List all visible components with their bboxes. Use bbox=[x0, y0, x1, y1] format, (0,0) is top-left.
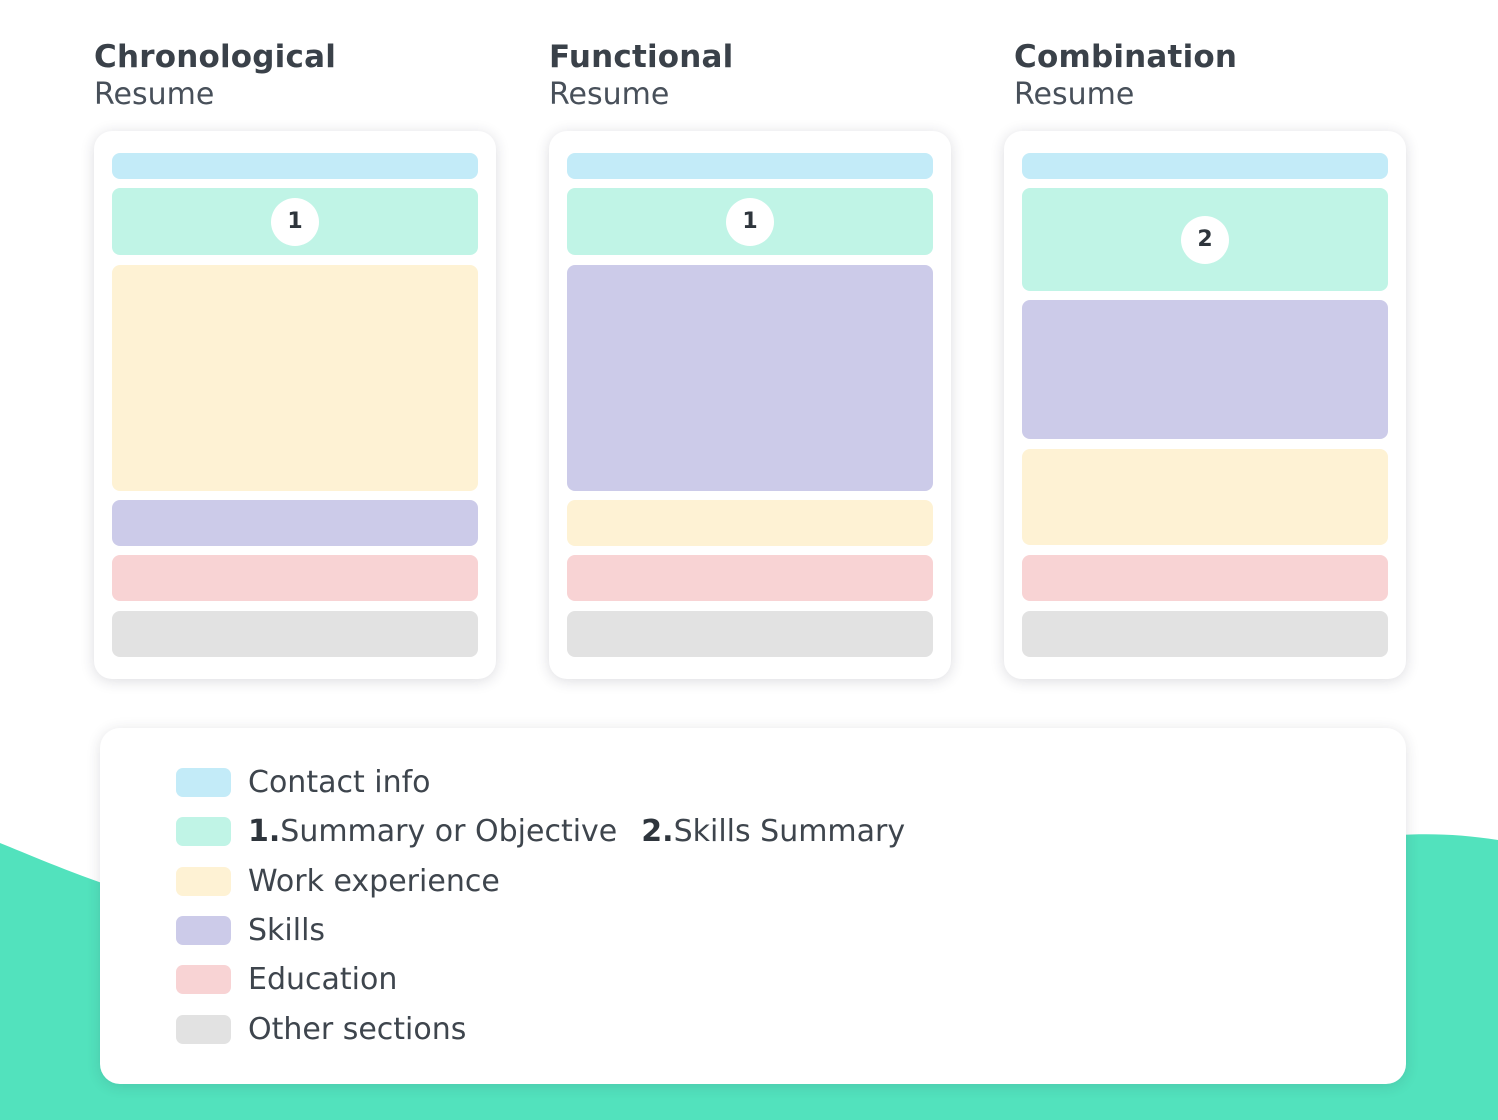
skills-block bbox=[112, 500, 478, 546]
legend-label: Education bbox=[248, 961, 398, 997]
section-number-badge: 1 bbox=[726, 197, 774, 246]
skills-summary-block: 2 bbox=[1022, 188, 1388, 291]
other-sections-block bbox=[112, 611, 478, 657]
legend-item-other: Other sections bbox=[176, 1009, 466, 1049]
legend-label: Other sections bbox=[248, 1011, 467, 1047]
education-block bbox=[567, 555, 933, 601]
functional-title-bold: Functional bbox=[549, 39, 734, 75]
functional-card: 1 bbox=[549, 131, 951, 679]
chronological-title: Chronological Resume bbox=[94, 38, 336, 114]
skills-block bbox=[567, 265, 933, 491]
education-swatch bbox=[176, 964, 231, 994]
skills-summary-label: Skills Summary bbox=[673, 813, 906, 849]
summary-block: 1 bbox=[567, 188, 933, 255]
other-swatch bbox=[176, 1014, 231, 1044]
education-block bbox=[1022, 555, 1388, 601]
skills-block bbox=[1022, 300, 1388, 439]
chronological-title-sub: Resume bbox=[94, 77, 215, 112]
legend-item-skills: Skills bbox=[176, 910, 325, 950]
summary-block: 1 bbox=[112, 188, 478, 255]
legend-label: Skills bbox=[248, 912, 326, 948]
combination-title-bold: Combination bbox=[1014, 39, 1238, 75]
legend-label: Contact info bbox=[248, 764, 431, 800]
work-experience-block bbox=[112, 265, 478, 491]
work-experience-block bbox=[1022, 449, 1388, 545]
education-block bbox=[112, 555, 478, 601]
combination-title-sub: Resume bbox=[1014, 77, 1135, 112]
summary-number: 1. bbox=[248, 813, 281, 849]
skills-swatch bbox=[176, 915, 231, 945]
other-sections-block bbox=[567, 611, 933, 657]
legend-item-education: Education bbox=[176, 959, 397, 999]
legend-label: Work experience bbox=[248, 863, 500, 899]
functional-title-sub: Resume bbox=[549, 77, 670, 112]
combination-card: 2 bbox=[1004, 131, 1406, 679]
work-experience-block bbox=[567, 500, 933, 546]
section-number-badge: 1 bbox=[271, 197, 319, 246]
contact-swatch bbox=[176, 767, 231, 797]
legend-item-contact: Contact info bbox=[176, 762, 431, 802]
section-number-badge: 2 bbox=[1181, 215, 1229, 264]
chronological-card: 1 bbox=[94, 131, 496, 679]
functional-title: Functional Resume bbox=[549, 38, 734, 114]
legend-label-summary: 1.Summary or Objective 2.Skills Summary bbox=[248, 814, 905, 849]
legend-item-summary: 1.Summary or Objective 2.Skills Summary bbox=[176, 811, 905, 851]
contact-info-block bbox=[112, 153, 478, 179]
skills-summary-number: 2. bbox=[641, 813, 674, 849]
combination-title: Combination Resume bbox=[1014, 38, 1237, 114]
summary-label: Summary or Objective bbox=[280, 813, 618, 849]
legend-item-work: Work experience bbox=[176, 861, 500, 901]
summary-swatch bbox=[176, 816, 231, 846]
contact-info-block bbox=[567, 153, 933, 179]
other-sections-block bbox=[1022, 611, 1388, 657]
work-swatch bbox=[176, 866, 231, 896]
contact-info-block bbox=[1022, 153, 1388, 179]
chronological-title-bold: Chronological bbox=[94, 39, 337, 75]
